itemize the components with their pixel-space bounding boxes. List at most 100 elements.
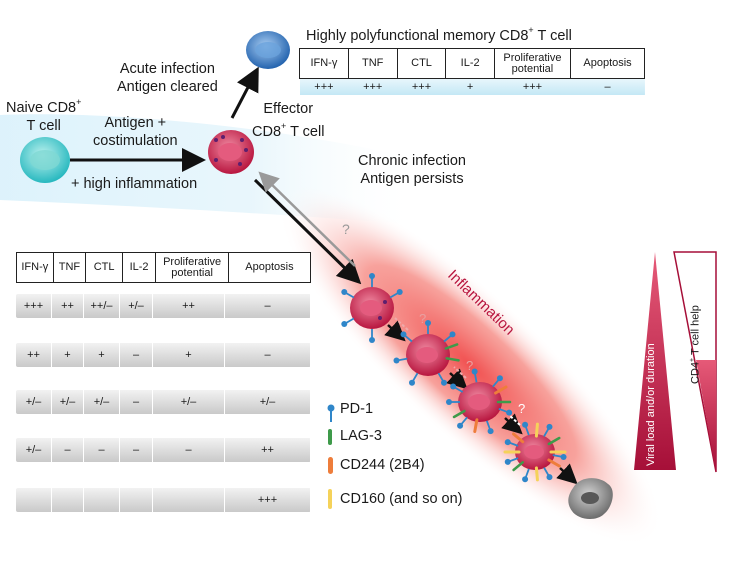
back-arrow-3: [507, 413, 521, 426]
exh-val-ifn: +/–: [16, 438, 52, 462]
exh-val-prolif: +: [153, 343, 225, 367]
activation-label: Antigen + costimulation: [93, 114, 178, 150]
pd1-receptor-head: [522, 476, 529, 483]
pd1-receptor-head: [546, 474, 553, 481]
acute-arrow: [230, 66, 259, 119]
memory-col-apoptosis: Apoptosis: [570, 48, 645, 79]
dead-cell: [568, 478, 613, 520]
viral-load-label: Viral load and/or duration: [645, 343, 657, 466]
pd1-receptor: [524, 426, 530, 436]
pd1-receptor: [509, 441, 519, 447]
cd4-help-label-text: CD4: [689, 361, 702, 384]
cd4-help-sup: +: [689, 357, 696, 362]
activation-label-line2: costimulation: [93, 133, 178, 149]
exh-val-ifn: +++: [16, 294, 52, 318]
pd1-receptor-head: [487, 428, 494, 435]
exh-val-apoptosis: +/–: [225, 390, 311, 414]
exhausted-cell-3: [458, 382, 502, 422]
lag3-receptor: [452, 409, 466, 419]
legend-lag3: LAG-3: [340, 428, 382, 444]
pd1-receptor-head: [425, 320, 431, 326]
pd1-receptor-head: [560, 454, 567, 461]
cd244-receptor: [512, 432, 525, 444]
exh-val-tnf: +/–: [52, 390, 84, 414]
back-arrow-1: [394, 317, 409, 331]
cd244-receptor: [547, 458, 561, 468]
progression-arrow-2: [446, 368, 468, 390]
chronic-arrow: [253, 178, 362, 285]
effector-cell: [208, 130, 254, 174]
pd1-receptor: [437, 372, 444, 382]
pd1-receptor-head: [441, 379, 447, 386]
pd1-receptor: [345, 317, 355, 324]
pd1-receptor-head: [522, 421, 529, 428]
exh-val-ifn: +/–: [16, 390, 52, 414]
cd244-receptor-icon: [328, 457, 333, 474]
exhaustion-row-4: +/–––––++: [16, 438, 311, 462]
reversal-arrow: [258, 171, 356, 267]
pd1-receptor: [454, 386, 464, 393]
naive-sup: +: [76, 97, 82, 107]
memory-col-prolif: Proliferative potential: [493, 48, 572, 79]
exh-val-tnf: [52, 488, 84, 512]
exh-val-apoptosis: –: [225, 343, 311, 367]
pd1-receptor-head: [471, 368, 478, 375]
cd244-receptor: [494, 385, 508, 395]
effector-label-cd8: CD8: [252, 123, 282, 140]
pd1-receptor-head: [409, 379, 415, 386]
pd1-receptor: [398, 357, 408, 362]
pd1-receptor-head: [369, 337, 375, 343]
memory-title-suffix: T cell: [537, 27, 572, 44]
lag3-receptor: [445, 357, 460, 362]
exh-val-il2: –: [120, 438, 153, 462]
lag3-receptor: [444, 343, 459, 350]
lag3-receptor-icon: [328, 429, 332, 445]
effector-sup: +: [281, 121, 287, 131]
memory-val-prolif: +++: [522, 80, 543, 93]
pd1-receptor: [460, 416, 468, 425]
pd1-receptor-head: [457, 422, 464, 429]
exh-col-apoptosis: Apoptosis: [227, 252, 312, 283]
naive-cell: [20, 137, 70, 183]
pd1-receptor: [474, 373, 478, 383]
effector-label: Effector CD8+ T cell: [252, 100, 324, 141]
exhaustion-table-header: IFN-γ TNF CTL IL-2 Proliferative potenti…: [16, 252, 312, 283]
memory-val-tnf: +++: [363, 80, 383, 93]
lag3-receptor: [547, 436, 561, 446]
pd1-receptor-head: [396, 289, 403, 295]
exh-val-ctl: [84, 488, 120, 512]
exh-val-apoptosis: –: [225, 294, 311, 318]
progression-arrow-1: [384, 320, 406, 342]
inflammation-condition-label: + high inflammation: [71, 176, 198, 192]
exh-val-tnf: ++: [52, 294, 84, 318]
exhaustion-row-1: +++++++/–+/–++–: [16, 294, 311, 318]
memory-val-il2: +: [466, 80, 474, 93]
exh-val-il2: –: [120, 343, 153, 367]
pd1-receptor: [552, 454, 562, 458]
exh-val-tnf: –: [52, 438, 84, 462]
exh-val-prolif: +/–: [153, 390, 225, 414]
chronic-label-line2: Antigen persists: [360, 171, 464, 187]
pd1-receptor: [389, 292, 399, 299]
exhaustion-header-row: IFN-γ TNF CTL IL-2 Proliferative potenti…: [16, 252, 312, 283]
pd1-receptor: [543, 428, 550, 437]
cd244-receptor: [473, 418, 479, 434]
exh-col-il2: IL-2: [121, 252, 157, 283]
memory-val-ifn: +++: [314, 80, 334, 93]
exh-val-prolif: ++: [153, 294, 225, 318]
exhaustion-row-2: ++++–+–: [16, 343, 311, 367]
memory-table-header: IFN-γ TNF CTL IL-2 Proliferative potenti…: [299, 48, 645, 79]
memory-col-ctl: CTL: [396, 48, 447, 79]
acute-label-line1: Acute infection: [119, 61, 215, 77]
exh-val-ctl: +/–: [84, 390, 120, 414]
pd1-receptor-head: [446, 399, 452, 405]
pd1-receptor: [345, 292, 355, 299]
exh-val-apoptosis: +++: [225, 488, 311, 512]
exh-val-il2: +/–: [120, 294, 153, 318]
question-mark-1: ?: [419, 311, 426, 326]
memory-val-apoptosis: –: [604, 80, 611, 93]
exh-val-apoptosis: ++: [225, 438, 311, 462]
exh-col-tnf: TNF: [52, 252, 87, 283]
pd1-receptor: [524, 468, 530, 478]
